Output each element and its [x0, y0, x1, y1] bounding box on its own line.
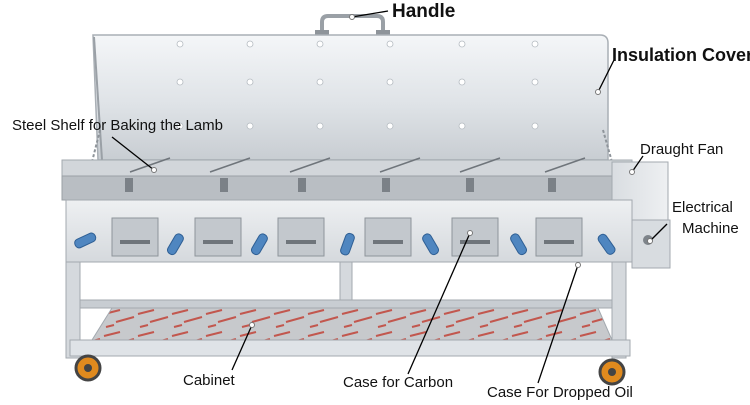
label-steel-shelf: Steel Shelf for Baking the Lamb — [12, 117, 223, 134]
insulation-cover — [92, 34, 609, 161]
front-panel — [65, 199, 633, 263]
lid-hole-icon-row — [176, 40, 539, 130]
carbon-drawer-icon-row — [111, 217, 583, 257]
support-chains — [91, 129, 613, 163]
pointer-lines — [111, 10, 668, 384]
label-machine: Machine — [682, 220, 739, 237]
cabinet-frame — [65, 261, 631, 359]
label-case-carbon: Case for Carbon — [343, 374, 454, 391]
label-handle: Handle — [392, 1, 456, 22]
cabinet-tray — [91, 307, 613, 341]
pointer-dots — [151, 14, 653, 328]
label-cabinet: Cabinet — [183, 372, 235, 389]
label-case-oil: Case For Dropped Oil — [487, 384, 633, 401]
adjust-knob-icon-row — [74, 232, 616, 256]
caster-wheel-icon-pair — [74, 354, 626, 386]
draught-fan-box — [611, 161, 671, 269]
label-draught-fan: Draught Fan — [640, 141, 724, 158]
label-insulation-cover: Insulation Cover — [612, 45, 750, 65]
steel-shelf — [61, 157, 633, 201]
label-electrical: Electrical — [672, 199, 733, 216]
